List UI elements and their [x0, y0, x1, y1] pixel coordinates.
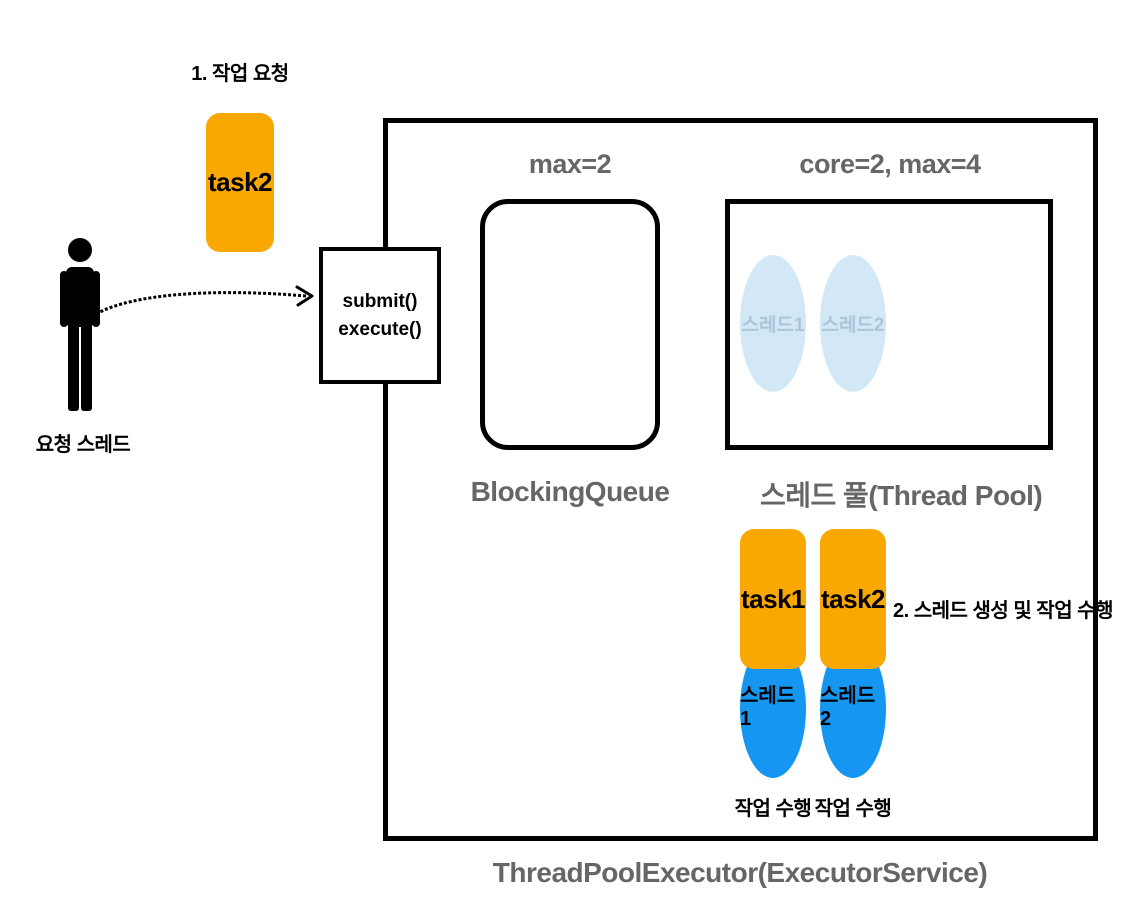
person-icon — [60, 238, 100, 411]
queue-capacity-label: max=2 — [528, 149, 612, 179]
pool-capacity-label: core=2, max=4 — [799, 149, 981, 179]
step1-label: 1. 작업 요청 — [191, 63, 289, 85]
worker-1-status: 작업 수행 — [734, 798, 812, 820]
active-thread-1-label: 스레드1 — [740, 685, 796, 730]
blocking-queue-box — [480, 199, 660, 450]
idle-thread-2: 스레드2 — [820, 255, 886, 392]
executor-title: ThreadPoolExecutor(ExecutorService) — [492, 857, 988, 888]
requester-label: 요청 스레드 — [35, 434, 131, 456]
idle-thread-1: 스레드1 — [740, 255, 806, 392]
running-task-2: task2 — [820, 529, 886, 669]
worker-2-status: 작업 수행 — [814, 798, 892, 820]
running-task-1: task1 — [740, 529, 806, 669]
thread-pool-title: 스레드 풀(Thread Pool) — [760, 480, 1043, 511]
blocking-queue-title: BlockingQueue — [470, 476, 670, 507]
active-thread-2-label: 스레드2 — [820, 685, 876, 730]
submit-method-label: submit() — [342, 290, 418, 312]
step2-label: 2. 스레드 생성 및 작업 수행 — [893, 600, 1113, 622]
execute-method-label: execute() — [338, 318, 422, 340]
submit-execute-box[interactable]: submit() execute() — [319, 247, 441, 384]
request-arrow — [95, 285, 314, 316]
pending-task-card: task2 — [206, 113, 274, 252]
executor-box — [383, 118, 1098, 841]
